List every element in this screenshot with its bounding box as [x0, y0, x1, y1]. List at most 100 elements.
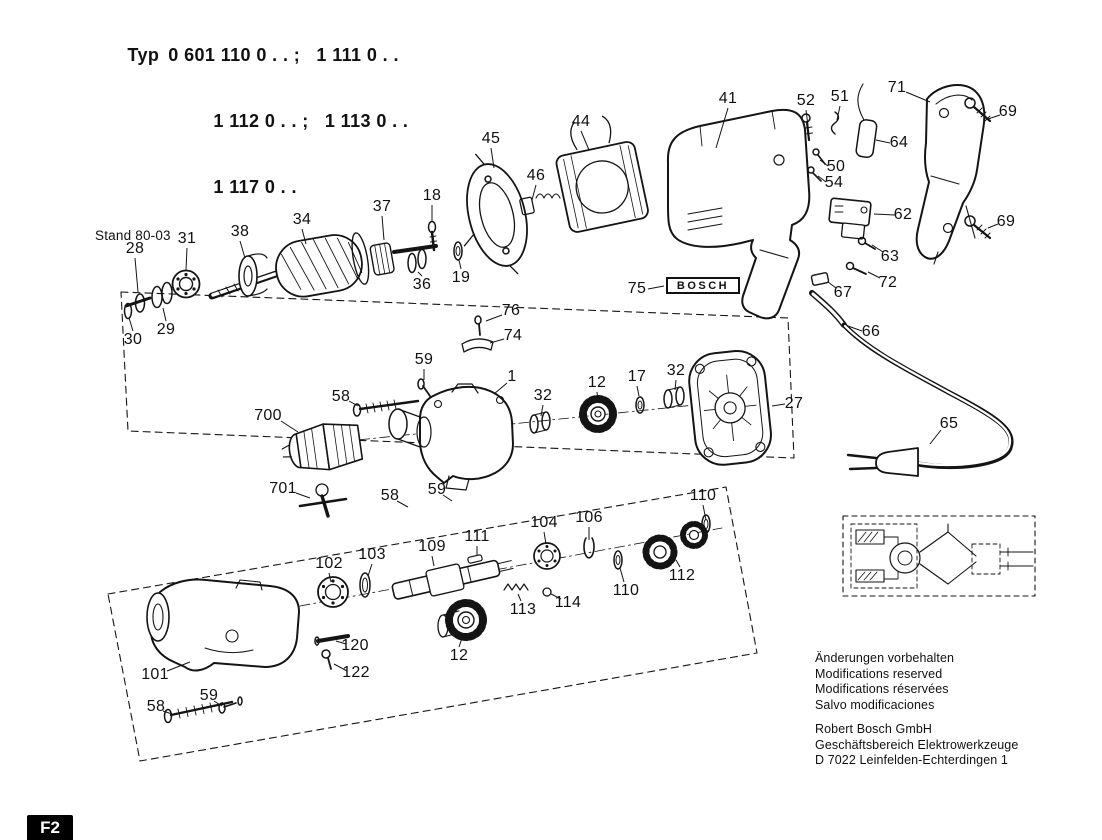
part-callout-106: 106 — [575, 509, 603, 526]
part-callout-114: 114 — [554, 594, 582, 611]
callout-leader-71 — [905, 91, 931, 103]
ball-bearing-31 — [171, 269, 201, 299]
part-callout-110: 110 — [612, 582, 640, 599]
callout-leader-29 — [162, 307, 167, 322]
callout-leader-65 — [929, 429, 942, 445]
part-callout-63: 63 — [880, 248, 900, 265]
part-callout-102: 102 — [315, 555, 343, 572]
part-callout-103: 103 — [358, 546, 386, 563]
screw-69-top — [964, 97, 992, 123]
callout-leader-17 — [636, 385, 640, 397]
screw-69-bottom — [964, 215, 992, 240]
part-callout-65: 65 — [939, 415, 959, 432]
washer-29a — [151, 285, 163, 309]
part-callout-18: 18 — [422, 187, 442, 204]
company-address: D 7022 Leinfelden-Echterdingen 1 — [815, 753, 1008, 767]
washer-103 — [359, 572, 371, 598]
ball-114 — [542, 587, 552, 597]
type-line-3: 1 117 0 . . — [95, 154, 408, 220]
part-callout-12: 12 — [587, 374, 607, 391]
callout-leader-110 — [702, 504, 707, 521]
dashed-boundary-middle — [120, 291, 795, 459]
mains-plug — [875, 447, 919, 477]
callout-leader-62 — [873, 213, 896, 216]
callout-leader-103 — [367, 563, 373, 577]
screw-50 — [812, 148, 826, 165]
part-callout-111: 111 — [464, 528, 490, 545]
callout-leader-64 — [875, 139, 891, 144]
ball-bearing-102 — [317, 576, 349, 608]
callout-leader-27 — [771, 403, 786, 407]
part-callout-69: 69 — [998, 103, 1018, 120]
note-line-3: Modifications réservées — [815, 682, 949, 696]
part-callout-67: 67 — [833, 284, 853, 301]
callout-leader-52 — [805, 109, 809, 127]
legal-block: Änderungen vorbehalten Modifications res… — [815, 651, 1018, 769]
bushing-32-right — [663, 386, 685, 409]
callout-leader-12 — [458, 637, 463, 648]
callout-leader-32 — [540, 404, 544, 417]
switch-62 — [828, 197, 872, 240]
part-callout-113: 113 — [509, 601, 537, 618]
callout-leader-44 — [580, 130, 590, 151]
part-callout-101: 101 — [141, 666, 169, 683]
rear-handle-71 — [915, 84, 986, 265]
part-callout-44: 44 — [571, 113, 591, 130]
part-callout-27: 27 — [784, 395, 804, 412]
part-callout-58: 58 — [380, 487, 400, 504]
washers-36 — [407, 248, 427, 274]
gear-12-mid — [579, 395, 617, 433]
callout-leader-31 — [185, 247, 188, 271]
bearing-bracket-38 — [238, 253, 268, 297]
part-callout-46: 46 — [526, 167, 546, 184]
screw-59-bottom — [218, 696, 243, 714]
typ-label: Typ — [127, 45, 160, 65]
part-callout-110: 110 — [689, 487, 717, 504]
part-callout-58: 58 — [146, 698, 166, 715]
part-callout-50: 50 — [826, 158, 846, 175]
type-numbers-2: 1 112 0 . . ; 1 113 0 . . — [213, 111, 409, 131]
part-callout-54: 54 — [824, 174, 844, 191]
callout-leader-102 — [328, 572, 332, 583]
dashed-boundary-bottom — [107, 486, 758, 762]
spindle-bearing-mid — [388, 408, 421, 448]
bracket-67 — [810, 272, 830, 286]
note-line-4: Salvo modificaciones — [815, 697, 935, 712]
part-callout-59: 59 — [414, 351, 434, 368]
shaft-washers-left — [123, 281, 173, 320]
callout-leader-700 — [280, 420, 299, 433]
callout-leader-45 — [490, 147, 495, 169]
callout-leader-28 — [134, 257, 139, 293]
washer-19 — [453, 241, 463, 261]
clamp-74 — [461, 338, 494, 353]
part-callout-34: 34 — [292, 211, 312, 228]
part-callout-74: 74 — [503, 327, 523, 344]
part-callout-59: 59 — [199, 687, 219, 704]
part-callout-109: 109 — [418, 538, 446, 555]
part-callout-59: 59 — [427, 481, 447, 498]
key-111 — [467, 554, 483, 564]
spring-113 — [503, 583, 529, 591]
company-name: Robert Bosch GmbH — [815, 722, 933, 736]
ball-bearing-104 — [533, 542, 561, 570]
washer-17 — [635, 396, 645, 414]
stand-date: Stand 80-03 — [95, 228, 171, 243]
part-callout-29: 29 — [156, 321, 176, 338]
callout-leader-74 — [489, 338, 505, 344]
part-callout-51: 51 — [830, 88, 850, 105]
part-callout-41: 41 — [718, 90, 738, 107]
suppressor-64 — [855, 83, 878, 159]
nut-28 — [134, 293, 146, 313]
callout-leader-112 — [675, 559, 681, 568]
page-marker-text: F2 — [40, 818, 60, 837]
part-callout-701: 701 — [269, 480, 297, 497]
callout-leader-701 — [295, 492, 311, 499]
bosch-nameplate: BOSCH — [666, 277, 740, 294]
callout-leader-110 — [619, 567, 625, 583]
end-plate-27 — [688, 349, 772, 466]
part-callout-66: 66 — [861, 323, 881, 340]
note-line-1: Änderungen vorbehalten — [815, 651, 955, 665]
